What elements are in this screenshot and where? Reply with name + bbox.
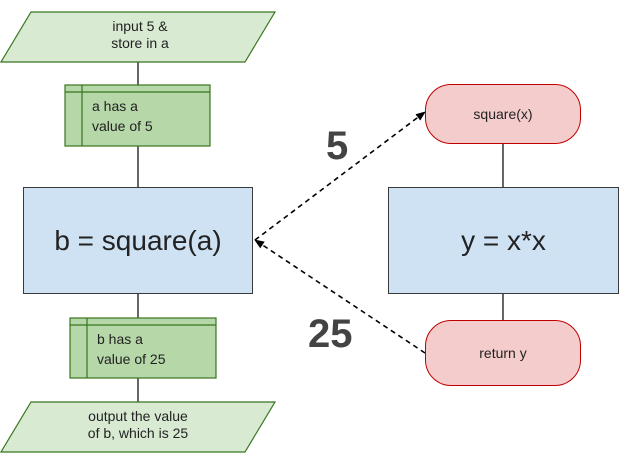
output-label-line1: output the value — [88, 408, 188, 424]
terminal-end: return y — [425, 320, 581, 386]
return-arrow — [254, 239, 426, 354]
output-label: output the value of b, which is 25 — [38, 408, 238, 442]
input-label-line1: input 5 & — [112, 18, 168, 34]
storage-a-label: a has a value of 5 — [92, 96, 153, 136]
terminal-start-label: square(x) — [473, 106, 533, 122]
storage-b-line2: value of 25 — [97, 351, 166, 367]
storage-a-shape — [64, 84, 211, 147]
process-box-y-square: y = x*x — [388, 187, 619, 294]
terminal-end-label: return y — [479, 345, 527, 361]
storage-b-line1: b has a — [97, 331, 143, 347]
input-parallelogram — [0, 11, 277, 63]
process-box-b-square: b = square(a) — [23, 187, 253, 294]
input-label-line2: store in a — [111, 35, 169, 51]
process-label-b-square: b = square(a) — [54, 224, 222, 256]
call-arrow-label: 5 — [326, 124, 349, 168]
output-parallelogram — [0, 401, 277, 453]
return-arrow-label: 25 — [308, 312, 353, 356]
process-label-y-square: y = x*x — [461, 224, 546, 256]
storage-a-line1: a has a — [92, 98, 138, 114]
storage-a-line2: value of 5 — [92, 118, 153, 134]
terminal-start: square(x) — [425, 84, 581, 144]
output-label-line2: of b, which is 25 — [87, 425, 189, 441]
storage-b-label: b has a value of 25 — [97, 329, 166, 369]
input-label: input 5 & store in a — [40, 18, 240, 52]
storage-b-shape — [69, 317, 217, 379]
